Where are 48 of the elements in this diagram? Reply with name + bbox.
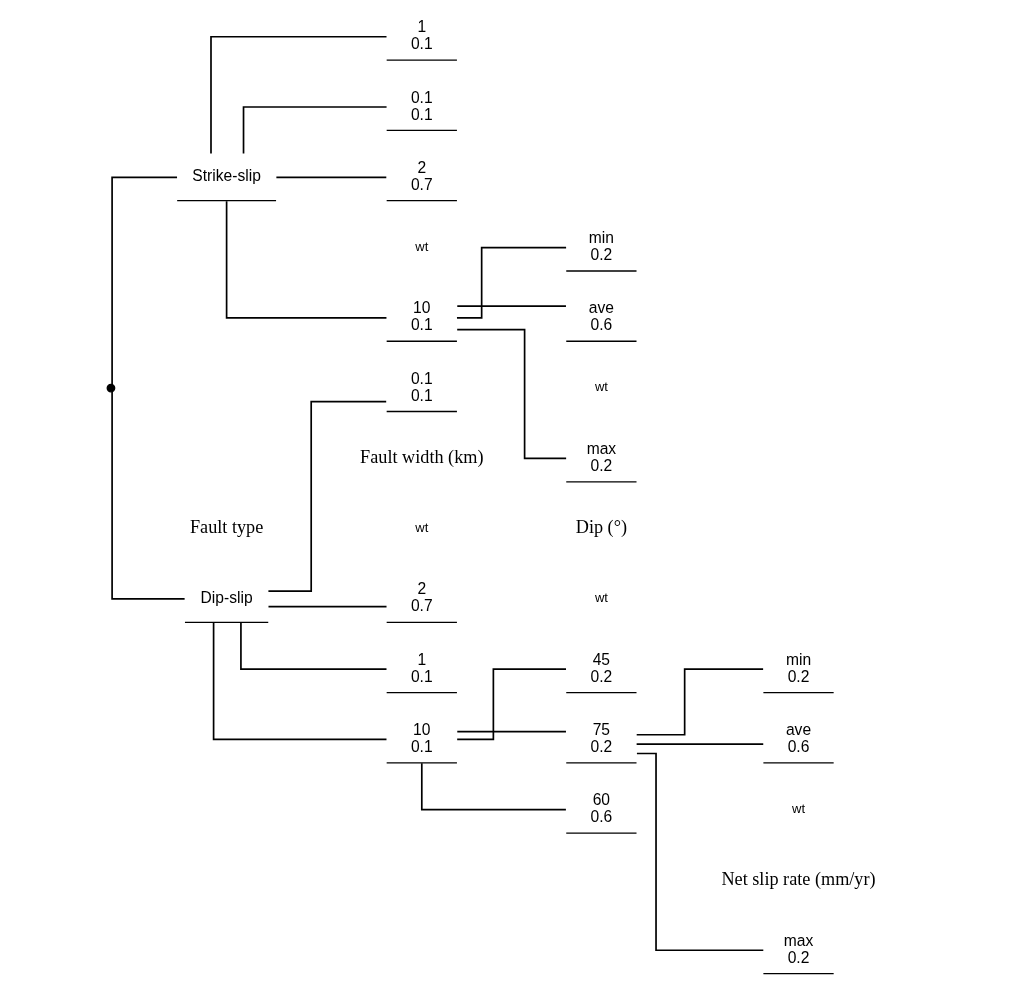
node-text: max 0.2 <box>783 931 814 966</box>
connector <box>456 668 567 741</box>
node-text: Strike-slip <box>192 167 261 185</box>
label: wt <box>594 590 608 606</box>
node-text: 2 0.7 <box>410 580 433 615</box>
node-text: 2 0.7 <box>410 158 433 193</box>
node-text: 1 0.1 <box>410 18 433 53</box>
connector <box>267 400 388 592</box>
connector <box>225 200 388 319</box>
label: wt <box>594 379 608 395</box>
node-text: 10 0.1 <box>410 299 433 334</box>
connector <box>456 305 567 307</box>
node-text: 60 0.6 <box>590 791 613 826</box>
label: Fault width (km) <box>360 447 484 468</box>
connector <box>267 605 388 608</box>
connector <box>240 621 388 670</box>
connector <box>420 762 567 811</box>
node-text: ave 0.6 <box>785 721 812 755</box>
node-text: Dip-slip <box>200 588 253 606</box>
connector <box>210 35 388 155</box>
label: wt <box>415 519 429 535</box>
connector <box>456 246 567 319</box>
connector <box>111 390 186 600</box>
node-text: 45 0.2 <box>590 650 613 685</box>
connector <box>635 743 765 745</box>
node-point <box>106 383 116 393</box>
node-text: max 0.2 <box>586 439 617 474</box>
connector <box>212 621 388 741</box>
connector <box>456 328 567 460</box>
label: wt <box>792 800 806 816</box>
connector <box>456 730 567 733</box>
node-text: 75 0.2 <box>590 721 613 755</box>
label: Net slip rate (mm/yr) <box>721 868 876 889</box>
node-text: 0.1 0.1 <box>410 88 433 123</box>
node-text: min 0.2 <box>785 650 812 685</box>
connector <box>111 176 178 386</box>
node-text: min 0.2 <box>588 229 614 264</box>
label: Dip (°) <box>575 517 628 538</box>
node-text: ave 0.6 <box>588 299 614 334</box>
connector <box>242 106 388 155</box>
connector <box>636 752 765 952</box>
node-text: 1 0.1 <box>410 650 433 685</box>
node-text: 0.1 0.1 <box>410 369 433 404</box>
node-text: 10 0.1 <box>410 721 433 755</box>
label: Fault type <box>189 517 264 538</box>
connector <box>635 668 764 736</box>
connector <box>275 176 388 179</box>
label: wt <box>415 238 429 254</box>
